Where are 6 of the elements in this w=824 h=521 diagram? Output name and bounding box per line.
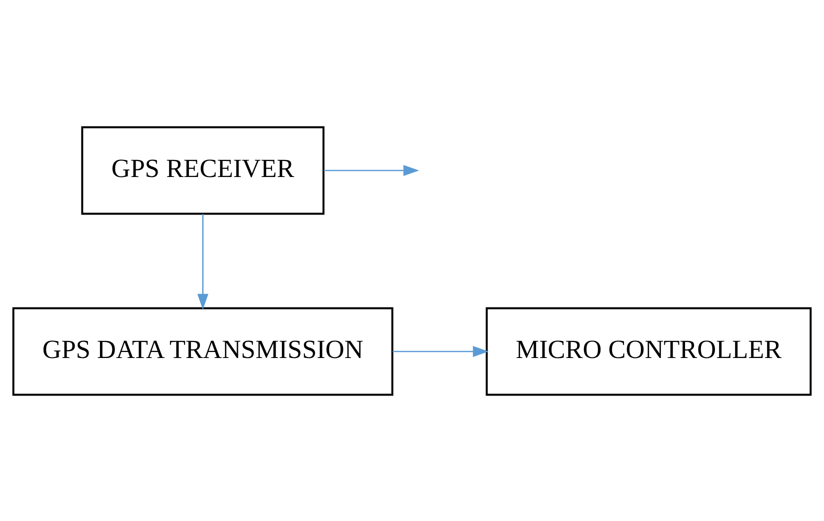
node-box: GPS DATA TRANSMISSION (12, 306, 394, 396)
arrow (324, 164, 420, 176)
arrow (392, 345, 489, 356)
node-box: MICRO CONTROLLER (486, 306, 812, 396)
arrow (197, 214, 208, 310)
node-box: GPS RECEIVER (81, 126, 324, 214)
